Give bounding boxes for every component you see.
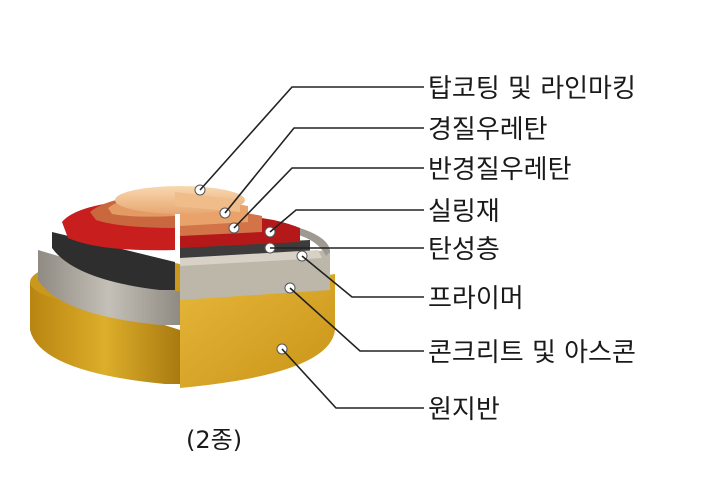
layer-topcoat bbox=[115, 186, 245, 214]
concrete-right-rim bbox=[295, 228, 330, 256]
layer-labels: 탑코팅 및 라인마킹 경질우레탄 반경질우레탄 실링재 탄성층 프라이머 콘크리… bbox=[428, 74, 636, 425]
label-semi-hard-urethane: 반경질우레탄 bbox=[428, 155, 572, 185]
leader-sealant bbox=[269, 209, 424, 233]
label-topcoat: 탑코팅 및 라인마킹 bbox=[428, 74, 636, 104]
topcoat-wedge bbox=[175, 192, 240, 212]
elastic-side bbox=[52, 232, 175, 290]
label-subgrade: 원지반 bbox=[428, 395, 500, 425]
label-concrete: 콘크리트 및 아스콘 bbox=[428, 338, 636, 368]
subgrade-side bbox=[30, 282, 180, 384]
label-hard-urethane: 경질우레탄 bbox=[428, 115, 548, 145]
label-sealant: 실링재 bbox=[428, 197, 500, 227]
leader-semi-hard-urethane bbox=[233, 167, 424, 229]
leader-lines bbox=[199, 86, 424, 409]
leader-concrete bbox=[289, 287, 424, 352]
layer-primer bbox=[180, 250, 322, 266]
leader-hard-urethane bbox=[224, 127, 424, 214]
leader-primer bbox=[301, 255, 424, 298]
subgrade-cut-face bbox=[180, 274, 335, 388]
label-elastic: 탄성층 bbox=[428, 235, 500, 265]
diagram-caption: (2종) bbox=[186, 426, 242, 454]
concrete-side bbox=[38, 250, 180, 325]
leader-topcoat bbox=[199, 86, 424, 191]
label-primer: 프라이머 bbox=[428, 284, 524, 314]
leader-subgrade bbox=[281, 348, 424, 409]
